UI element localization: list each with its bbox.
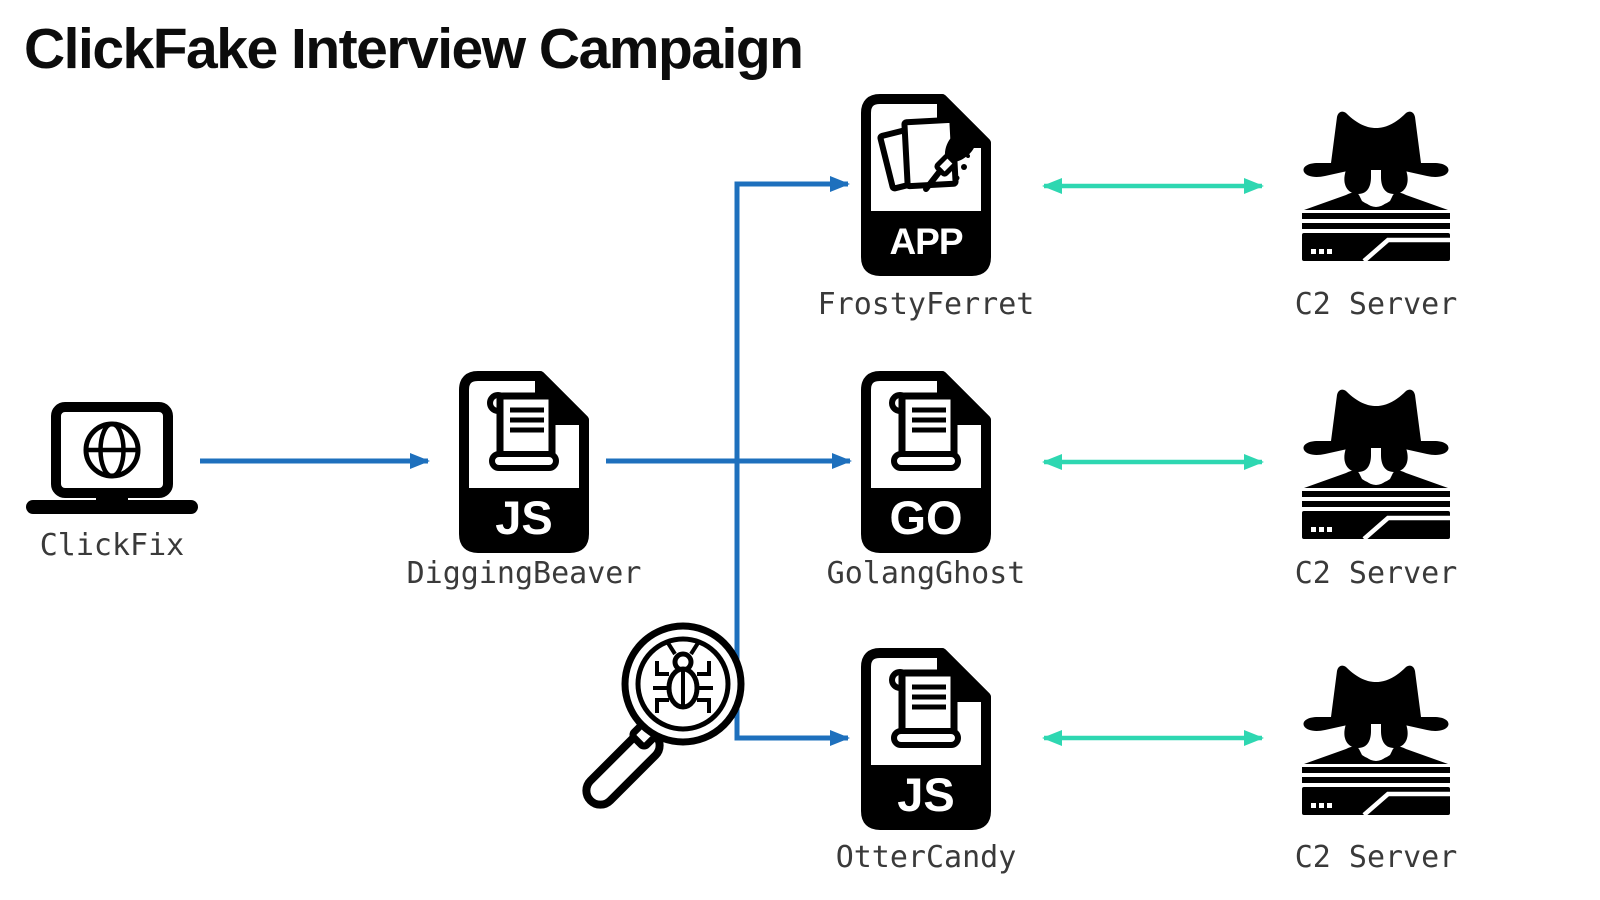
node-frostyferret: APP [860, 93, 992, 277]
node-c2-middle [1296, 387, 1456, 541]
file-go-icon: GO [861, 371, 991, 553]
spy-server-icon [1302, 665, 1450, 817]
file-extension-text: APP [889, 221, 962, 262]
node-clickfix [24, 402, 200, 518]
annotation-magnifier [565, 600, 755, 810]
node-golangghost: GO [860, 370, 992, 554]
label-golangghost: GolangGhost [826, 556, 1026, 591]
label-diggingbeaver: DiggingBeaver [406, 556, 642, 591]
label-ottercandy: OtterCandy [835, 840, 1017, 875]
label-c2-bottom: C2 Server [1294, 840, 1458, 875]
label-clickfix: ClickFix [39, 528, 185, 563]
diagram-title: ClickFake Interview Campaign [24, 17, 804, 81]
file-app-icon: APP [861, 94, 991, 276]
file-extension-text: GO [889, 491, 962, 544]
magnifier-bug-icon [582, 622, 745, 809]
file-extension-text: JS [495, 491, 553, 544]
label-c2-top: C2 Server [1294, 287, 1458, 322]
node-c2-top [1296, 109, 1456, 263]
node-diggingbeaver: JS [458, 370, 590, 554]
laptop-globe-icon [26, 402, 198, 514]
node-c2-bottom [1296, 663, 1456, 817]
file-extension-text: JS [897, 768, 955, 821]
spy-server-icon [1302, 389, 1450, 541]
label-frostyferret: FrostyFerret [817, 287, 1035, 322]
node-ottercandy: JS [860, 647, 992, 831]
spy-server-icon [1302, 111, 1450, 263]
file-js-icon: JS [459, 371, 589, 553]
file-js-icon: JS [861, 648, 991, 830]
label-c2-middle: C2 Server [1294, 556, 1458, 591]
